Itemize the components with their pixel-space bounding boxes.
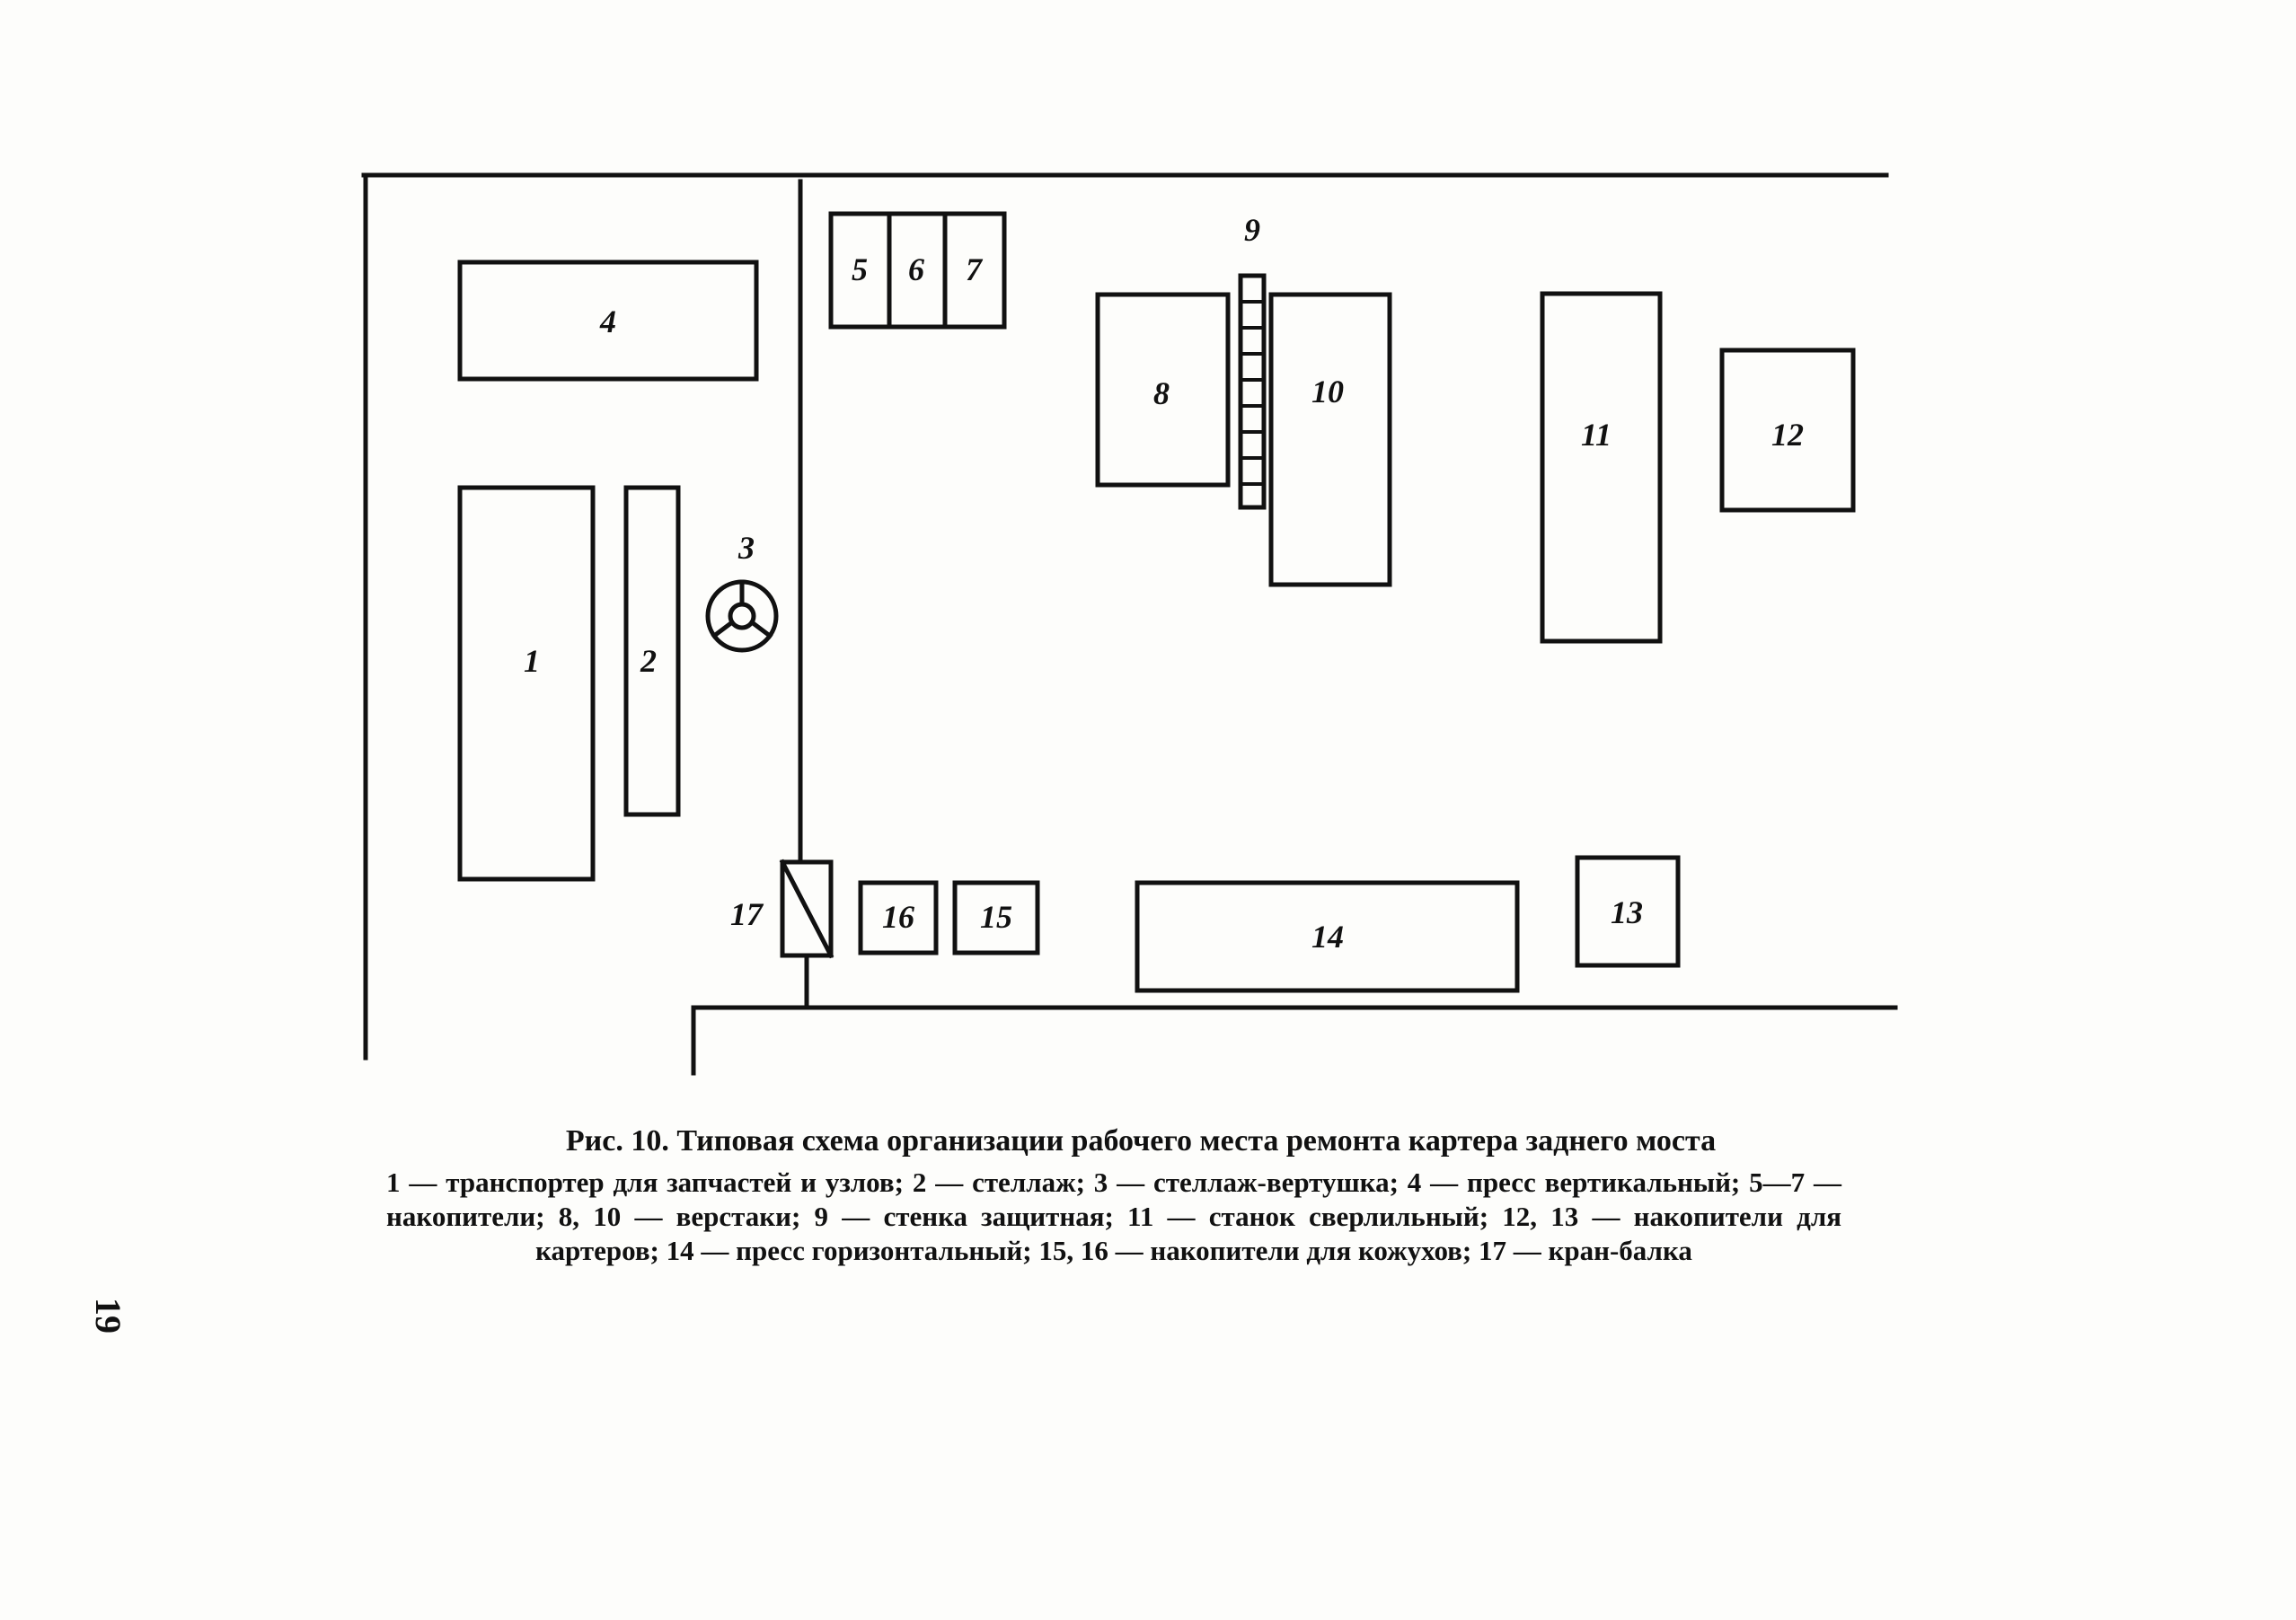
crane-beam-box: [780, 859, 834, 958]
workbench-10-box: [1268, 292, 1392, 587]
crankcase-storage-13-box: [1575, 855, 1681, 968]
label-storage-7: 7: [966, 251, 984, 287]
label-storage-6: 6: [908, 251, 924, 287]
conveyor-box: [457, 485, 596, 882]
label-rotary-rack: 3: [737, 530, 755, 566]
protective-wall-strip: [1238, 273, 1267, 510]
casing-storage-16-box: [858, 880, 939, 955]
crankcase-storage-12-box: [1719, 348, 1856, 513]
rack-box: [623, 485, 681, 817]
label-horizontal-press: 14: [1311, 919, 1344, 955]
workbench-8-box: [1095, 292, 1231, 488]
label-rack: 2: [640, 643, 657, 679]
drilling-machine-box: [1540, 291, 1663, 644]
label-protective-wall: 9: [1244, 212, 1260, 248]
label-crankcase-storage-13: 13: [1611, 894, 1643, 930]
label-casing-storage-15: 15: [980, 899, 1012, 935]
label-casing-storage-16: 16: [882, 899, 914, 935]
casing-storage-15-box: [952, 880, 1040, 955]
rotary-rack-icon: [705, 579, 779, 653]
label-vertical-press: 4: [599, 304, 616, 339]
label-conveyor: 1: [524, 643, 540, 679]
horizontal-press-box: [1135, 880, 1520, 993]
storage-7-box: [942, 211, 1007, 330]
page-number: 19: [88, 1298, 128, 1334]
label-workbench-8: 8: [1153, 375, 1170, 411]
vertical-press-box: [457, 260, 759, 382]
label-workbench-10: 10: [1311, 374, 1344, 409]
label-drilling-machine: 11: [1581, 417, 1612, 453]
crane-beam-diagonal: [779, 858, 835, 959]
figure-title: Рис. 10. Типовая схема организации рабоч…: [565, 1124, 1717, 1158]
label-crankcase-storage-12: 12: [1771, 417, 1804, 453]
figure-legend: 1 — транспортер для запчастей и узлов; 2…: [386, 1167, 1841, 1266]
label-crane-beam: 17: [730, 896, 764, 932]
label-storage-5: 5: [852, 251, 868, 287]
figure-caption: Рис. 10. Типовая схема организации рабоч…: [386, 1124, 1841, 1268]
